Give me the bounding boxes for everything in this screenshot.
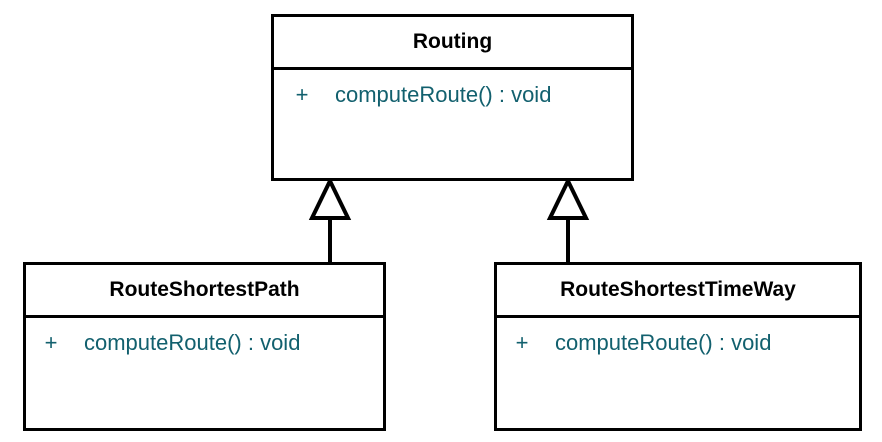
uml-class-name-band: RouteShortestTimeWay bbox=[497, 265, 859, 318]
generalization-arrow-icon bbox=[308, 176, 352, 268]
generalization-arrow-icon bbox=[546, 176, 590, 268]
uml-members-compartment: + computeRoute() : void bbox=[274, 70, 631, 178]
uml-member-visibility: + bbox=[44, 330, 58, 355]
uml-class-name-label: RouteShortestTimeWay bbox=[560, 278, 796, 301]
uml-class-route-shortest-path[interactable]: RouteShortestPath + computeRoute() : voi… bbox=[23, 262, 386, 431]
uml-members-compartment: + computeRoute() : void bbox=[26, 318, 383, 428]
uml-member-visibility: + bbox=[295, 82, 309, 107]
uml-member-row: + computeRoute() : void bbox=[26, 330, 383, 356]
uml-class-routing[interactable]: Routing + computeRoute() : void bbox=[271, 14, 634, 181]
uml-class-name-band: Routing bbox=[274, 17, 631, 70]
generalization-edge-route-shortest-time-way[interactable] bbox=[538, 176, 600, 270]
uml-class-name-band: RouteShortestPath bbox=[26, 265, 383, 318]
uml-member-signature: computeRoute() : void bbox=[335, 82, 552, 107]
uml-member-visibility: + bbox=[515, 330, 529, 355]
uml-member-signature: computeRoute() : void bbox=[555, 330, 772, 355]
uml-class-name-label: RouteShortestPath bbox=[109, 278, 300, 301]
uml-member-row: + computeRoute() : void bbox=[497, 330, 859, 356]
uml-members-compartment: + computeRoute() : void bbox=[497, 318, 859, 428]
uml-class-route-shortest-time-way[interactable]: RouteShortestTimeWay + computeRoute() : … bbox=[494, 262, 862, 431]
uml-member-row: + computeRoute() : void bbox=[274, 82, 631, 108]
uml-class-name-label: Routing bbox=[412, 30, 493, 53]
uml-member-signature: computeRoute() : void bbox=[84, 330, 301, 355]
generalization-edge-route-shortest-path[interactable] bbox=[300, 176, 362, 270]
